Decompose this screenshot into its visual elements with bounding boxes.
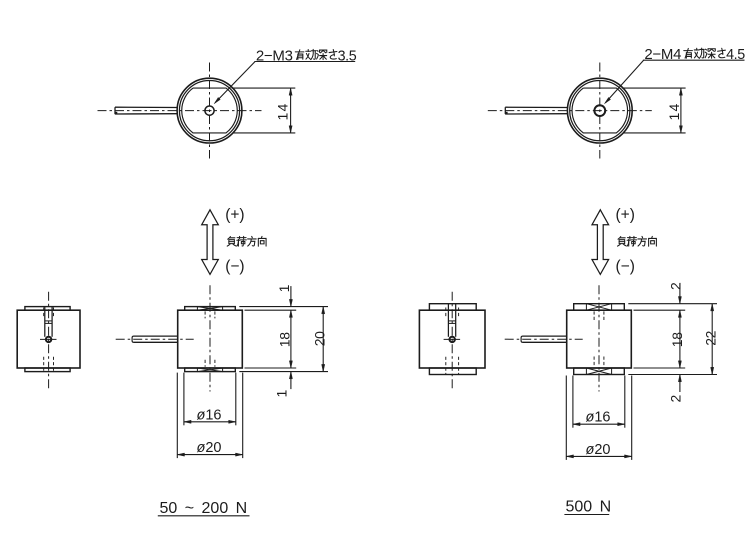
svg-text:20: 20	[311, 331, 327, 346]
svg-text:4.5: 4.5	[726, 47, 745, 63]
svg-text:(−): (−)	[616, 258, 635, 275]
svg-text:14: 14	[275, 103, 291, 121]
svg-text:18: 18	[669, 332, 685, 347]
svg-text:500 N: 500 N	[566, 499, 612, 516]
svg-text:2−M4: 2−M4	[644, 46, 681, 63]
svg-text:2−M3: 2−M3	[256, 47, 293, 64]
svg-text:22: 22	[702, 330, 718, 345]
svg-text:1: 1	[276, 284, 292, 292]
svg-text:ø20: ø20	[197, 440, 222, 456]
svg-text:1: 1	[274, 390, 290, 398]
svg-text:2: 2	[668, 282, 684, 290]
svg-text:ø16: ø16	[197, 407, 222, 423]
svg-text:ø20: ø20	[586, 442, 611, 458]
svg-text:50 ~ 200 N: 50 ~ 200 N	[160, 500, 248, 517]
svg-text:3.5: 3.5	[338, 48, 357, 64]
svg-text:2: 2	[668, 395, 684, 403]
svg-text:(−): (−)	[225, 258, 244, 275]
svg-text:ø16: ø16	[586, 410, 611, 426]
svg-text:18: 18	[276, 332, 292, 347]
svg-text:(+): (+)	[616, 207, 635, 224]
svg-text:14: 14	[666, 103, 682, 121]
svg-text:(+): (+)	[225, 207, 244, 224]
